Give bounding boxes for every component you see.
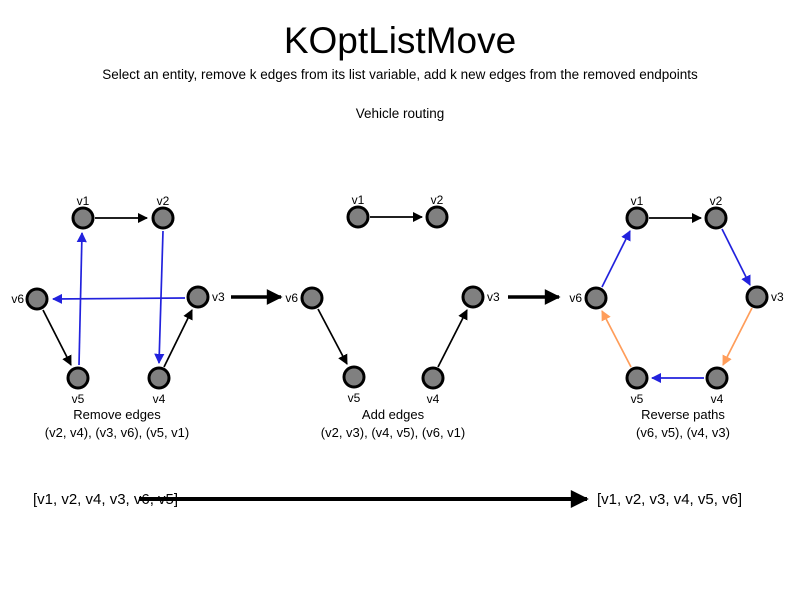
node-v6 xyxy=(300,286,324,310)
node-v4 xyxy=(705,366,729,390)
graph-reverse-paths: v1 v2 v3 v4 v5 v6 xyxy=(569,194,784,406)
node-v1 xyxy=(346,205,370,229)
node-v5 xyxy=(342,365,366,389)
edge-v2-v4 xyxy=(154,230,165,365)
section-label: Vehicle routing xyxy=(355,105,445,121)
node-label: v1 xyxy=(631,194,644,208)
caption-title: Reverse paths xyxy=(641,407,725,422)
edge-v6-v5 xyxy=(317,308,348,365)
graph-remove-edges: v1 v2 v3 v4 v5 v6 xyxy=(11,194,225,406)
node-v5 xyxy=(625,366,649,390)
route-list-before: [v1, v2, v4, v3, v6, v5] xyxy=(33,491,179,508)
node-v1 xyxy=(625,206,649,230)
caption-detail: (v6, v5), (v4, v3) xyxy=(636,425,730,440)
node-label: v6 xyxy=(569,291,582,305)
node-label: v5 xyxy=(72,392,85,406)
node-label: v3 xyxy=(771,290,784,304)
caption-title: Remove edges xyxy=(73,407,161,422)
node-label: v6 xyxy=(285,291,298,305)
page-title: KOptListMove xyxy=(283,20,517,61)
node-v4 xyxy=(421,366,445,390)
node-label: v4 xyxy=(153,392,166,406)
page-subtitle: Select an entity, remove k edges from it… xyxy=(102,66,698,82)
node-v6 xyxy=(25,287,49,311)
edge-v6-v5 xyxy=(42,309,72,366)
edge-v2-v3 xyxy=(721,228,751,286)
edge-v3-v4 xyxy=(722,307,753,366)
node-label: v2 xyxy=(710,194,723,208)
caption-remove-edges: Remove edges (v2, v4), (v3, v6), (v5, v1… xyxy=(45,406,189,442)
edge-v4-v3 xyxy=(163,309,193,368)
node-v3 xyxy=(186,285,210,309)
node-label: v1 xyxy=(352,193,365,207)
node-v3 xyxy=(461,285,485,309)
node-label: v4 xyxy=(711,392,724,406)
caption-title: Add edges xyxy=(361,407,425,422)
node-v6 xyxy=(584,286,608,310)
caption-reverse-paths: Reverse paths (v6, v5), (v4, v3) xyxy=(636,406,730,442)
node-v3 xyxy=(745,285,769,309)
node-v5 xyxy=(66,366,90,390)
node-label: v3 xyxy=(487,290,500,304)
node-label: v3 xyxy=(212,290,225,304)
node-label: v2 xyxy=(431,193,444,207)
route-list-after: [v1, v2, v3, v4, v5, v6] xyxy=(597,491,743,508)
node-label: v5 xyxy=(631,392,644,406)
node-label: v4 xyxy=(427,392,440,406)
node-label: v2 xyxy=(157,194,170,208)
caption-detail: (v2, v4), (v3, v6), (v5, v1) xyxy=(44,425,190,440)
node-v1 xyxy=(71,206,95,230)
caption-add-edges: Add edges (v2, v3), (v4, v5), (v6, v1) xyxy=(321,406,465,442)
node-v2 xyxy=(704,206,728,230)
edge-v4-v3 xyxy=(437,309,468,368)
graph-add-edges: v1 v2 v3 v4 v5 v6 xyxy=(285,193,500,406)
caption-detail: (v2, v3), (v4, v5), (v6, v1) xyxy=(320,425,466,440)
edge-v5-v1 xyxy=(76,231,87,366)
node-v2 xyxy=(151,206,175,230)
edge-v5-v6 xyxy=(601,310,632,368)
edge-v6-v1 xyxy=(601,230,631,288)
node-v2 xyxy=(425,205,449,229)
node-label: v6 xyxy=(11,292,24,306)
node-label: v5 xyxy=(348,391,361,405)
node-label: v1 xyxy=(77,194,90,208)
edge-v3-v6 xyxy=(51,293,186,305)
node-v4 xyxy=(147,366,171,390)
header: KOptListMove Select an entity, remove k … xyxy=(0,0,800,121)
